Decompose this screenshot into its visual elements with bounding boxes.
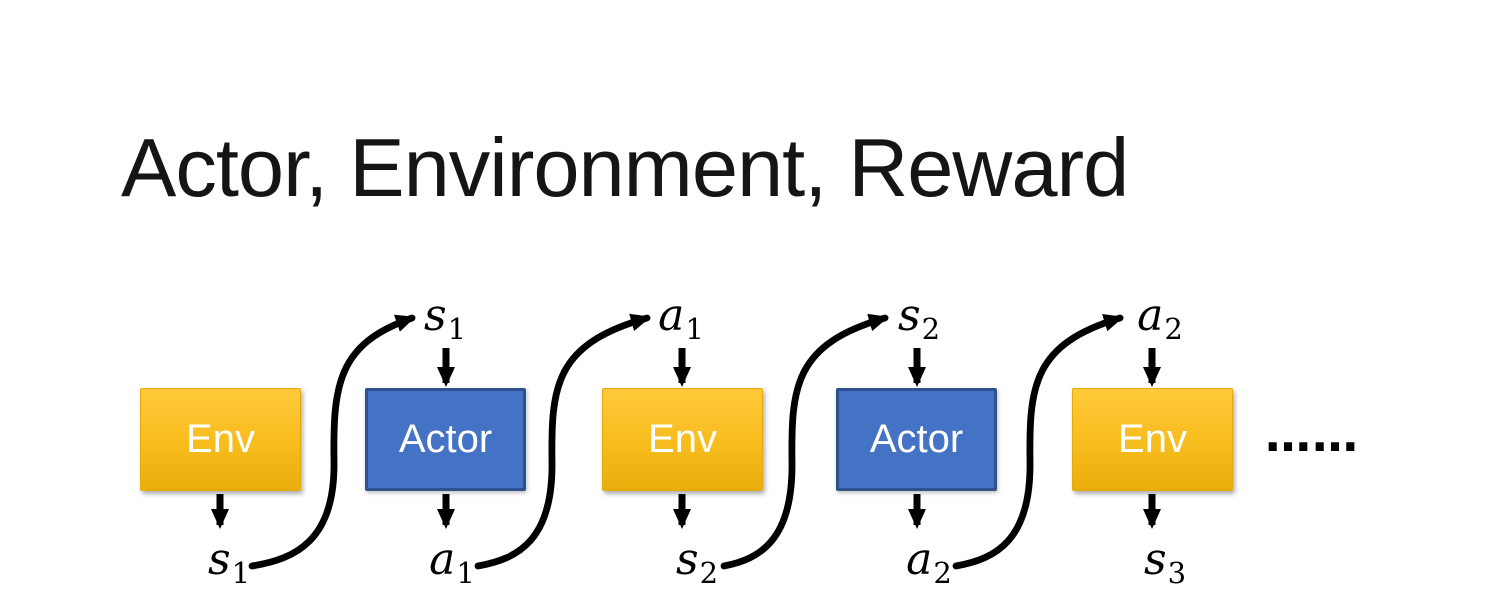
top-label-s1: s1 bbox=[423, 290, 467, 346]
env-box-1: Env bbox=[140, 388, 301, 491]
top-label-a1: a1 bbox=[658, 290, 704, 346]
actor-box-2: Actor bbox=[836, 388, 997, 491]
curve-arrow-s2-to-actor2 bbox=[720, 313, 889, 570]
env-box-1-label: Env bbox=[186, 417, 255, 461]
curve-arrow-s1-to-actor1 bbox=[248, 314, 416, 570]
env-box-2: Env bbox=[602, 388, 763, 491]
env-box-3-label: Env bbox=[1118, 417, 1187, 461]
top-label-a2: a2 bbox=[1137, 290, 1183, 346]
actor-box-1-label: Actor bbox=[398, 417, 493, 461]
actor-box-1: Actor bbox=[365, 388, 526, 491]
top-label-s2: s2 bbox=[897, 290, 941, 346]
slide-title: Actor, Environment, Reward bbox=[121, 121, 1129, 214]
bottom-label-s1: s1 bbox=[207, 534, 251, 590]
continuation-ellipsis: …… bbox=[1265, 408, 1359, 462]
curve-arrow-a1-to-env2 bbox=[474, 313, 651, 570]
actor-box-2-label: Actor bbox=[869, 417, 964, 461]
env-box-2-label: Env bbox=[648, 417, 717, 461]
bottom-label-s2: s2 bbox=[675, 534, 719, 590]
env-box-3: Env bbox=[1072, 388, 1233, 491]
bottom-label-a1: a1 bbox=[429, 534, 475, 590]
bottom-label-a2: a2 bbox=[906, 534, 952, 590]
bottom-label-s3: s3 bbox=[1143, 534, 1187, 590]
curve-arrow-a2-to-env3 bbox=[952, 313, 1124, 570]
